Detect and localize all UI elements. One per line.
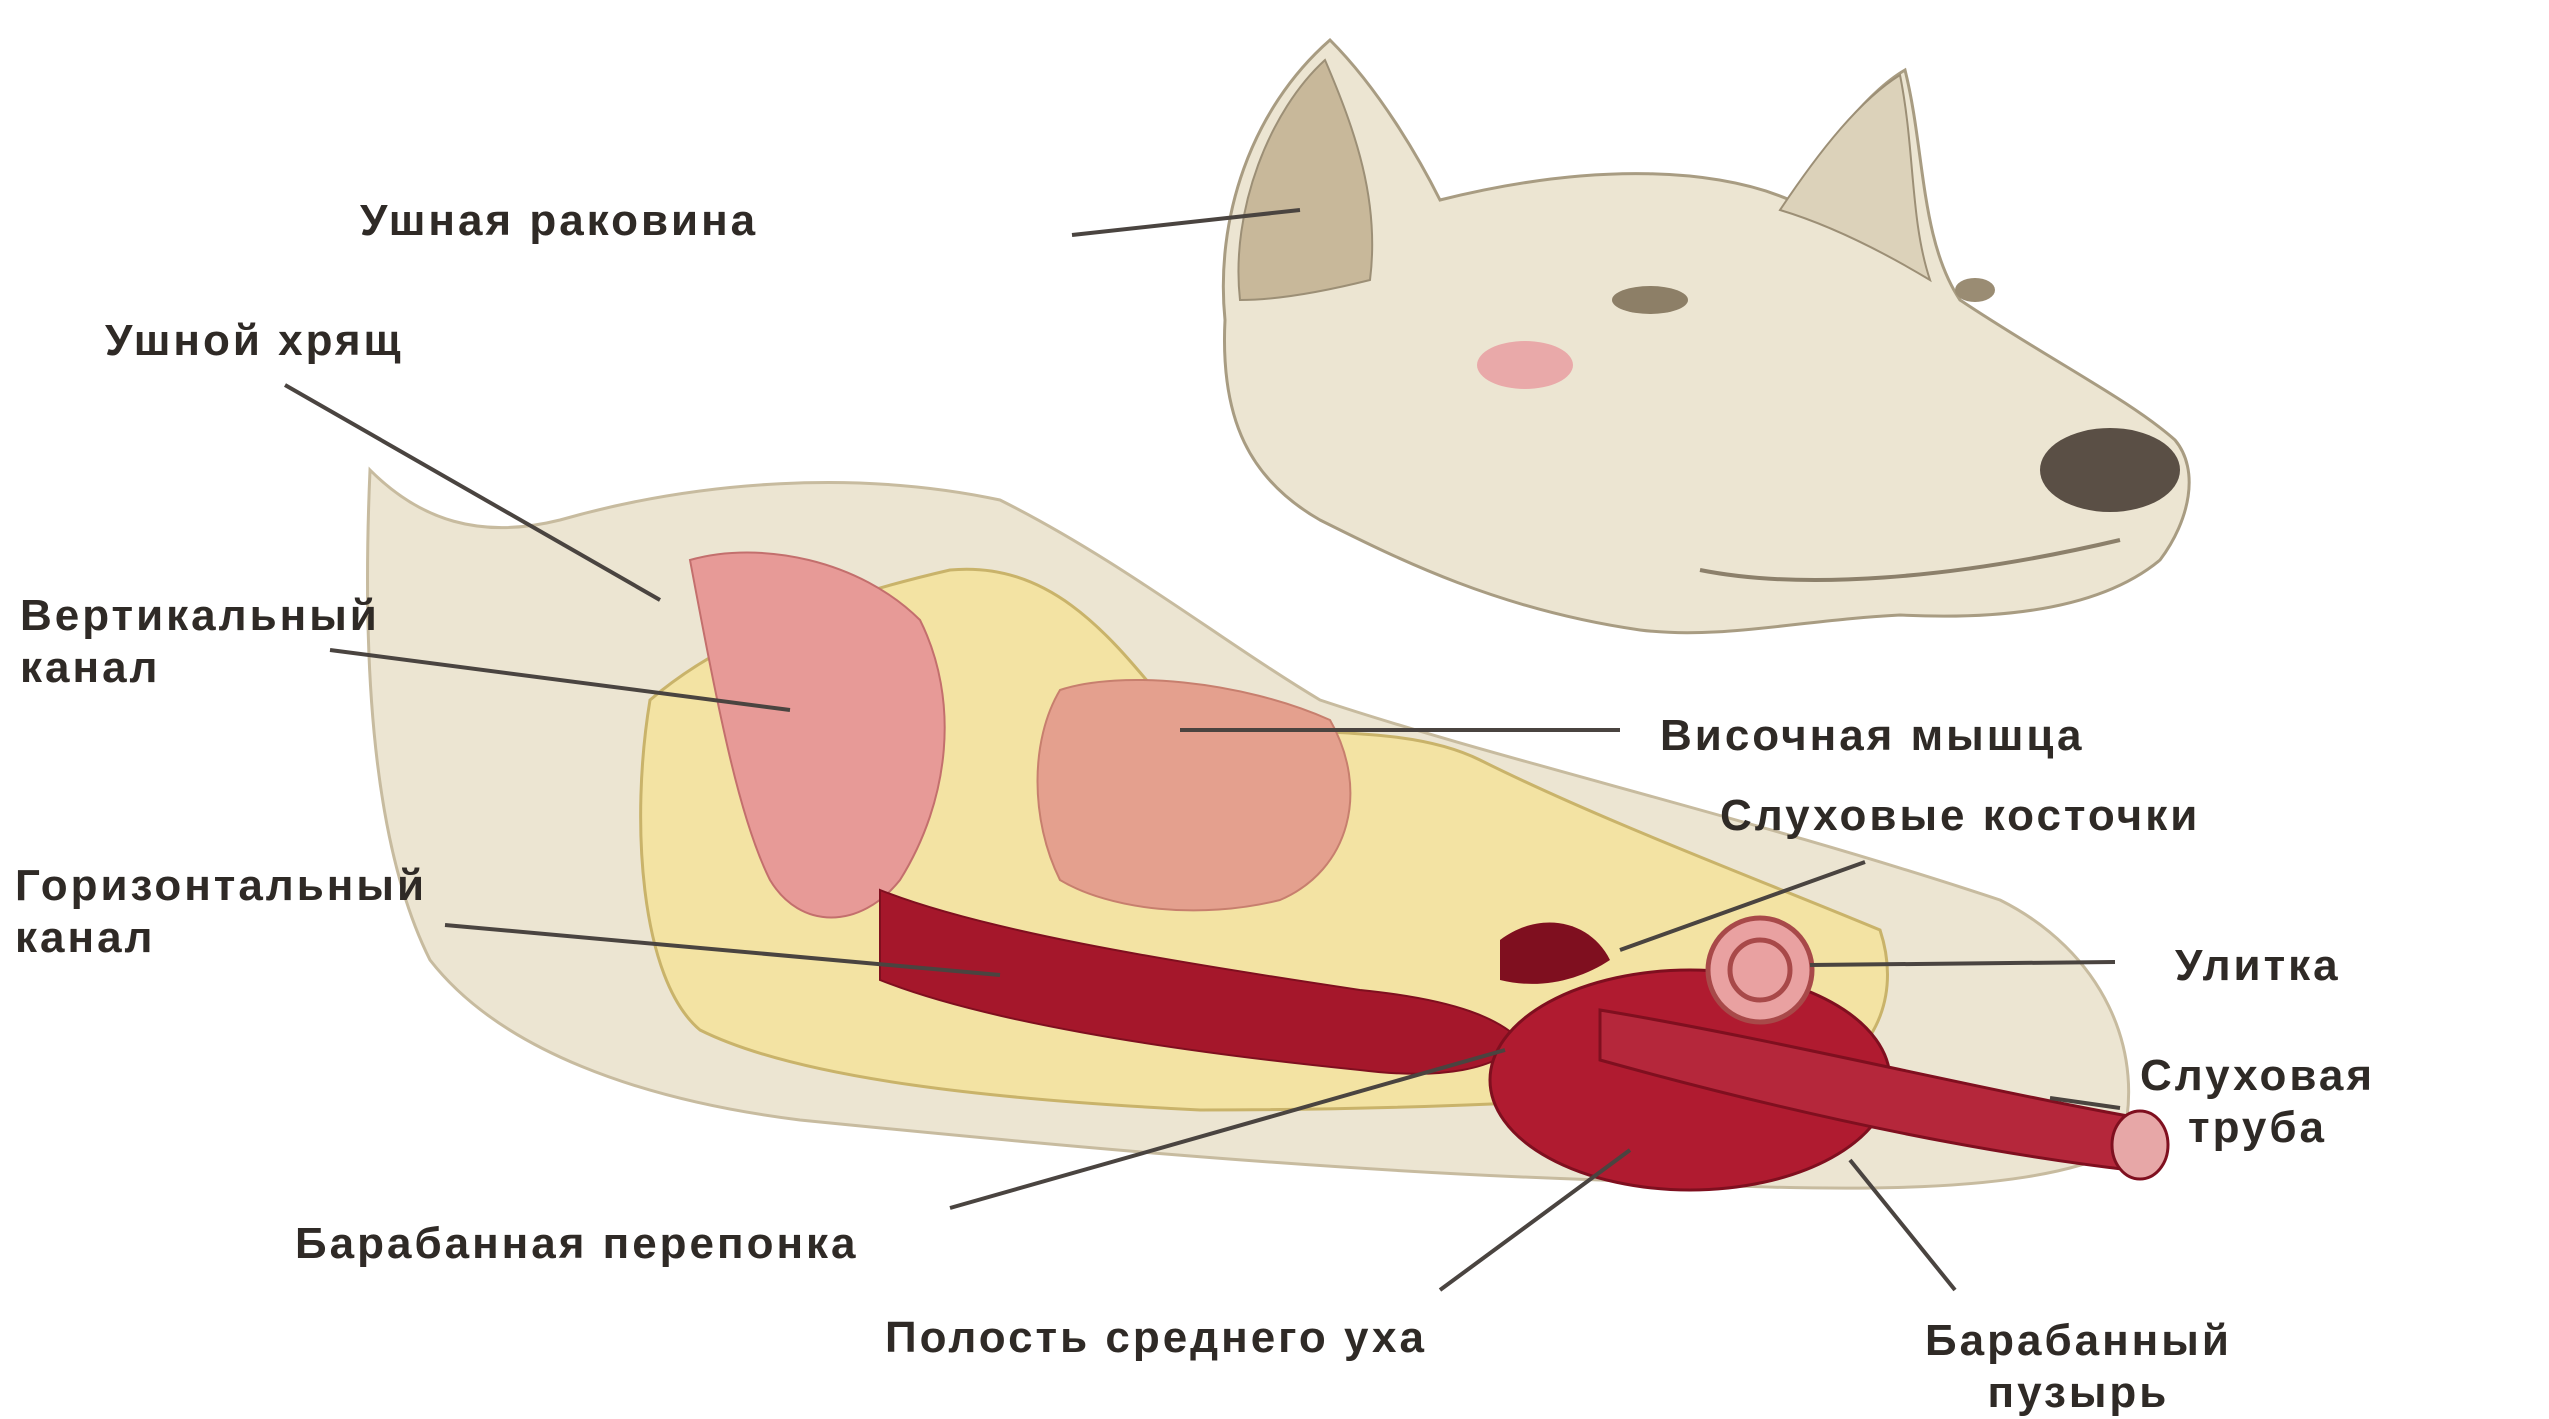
label-vertical-canal: Вертикальный канал [20, 590, 380, 694]
label-tympanic-bulla: Барабанный пузырь [1925, 1315, 2232, 1419]
dog-head-silhouette [1223, 40, 2189, 633]
cochlea-shape [1708, 918, 1812, 1022]
label-middle-ear-cavity: Полость среднего уха [885, 1312, 1427, 1364]
label-auditory-ossicles: Слуховые косточки [1720, 790, 2200, 842]
label-tympanic-membrane: Барабанная перепонка [295, 1218, 859, 1270]
dog-nose [2040, 428, 2180, 512]
label-temporal-muscle: Височная мышца [1660, 710, 2084, 762]
label-horizontal-canal: Горизонтальный канал [15, 860, 427, 964]
dog-eye [1612, 286, 1688, 314]
dog-head-illustration [1223, 40, 2189, 633]
dog-ear-pink-spot [1477, 341, 1573, 389]
label-ear-cartilage: Ушной хрящ [105, 315, 404, 367]
dog-eye-right [1955, 278, 1995, 302]
temporal-muscle-shape [1038, 680, 1351, 910]
label-auditory-tube: Слуховая труба [2140, 1050, 2375, 1154]
label-cochlea: Улитка [2175, 940, 2341, 992]
label-ear-pinna: Ушная раковина [360, 195, 758, 247]
